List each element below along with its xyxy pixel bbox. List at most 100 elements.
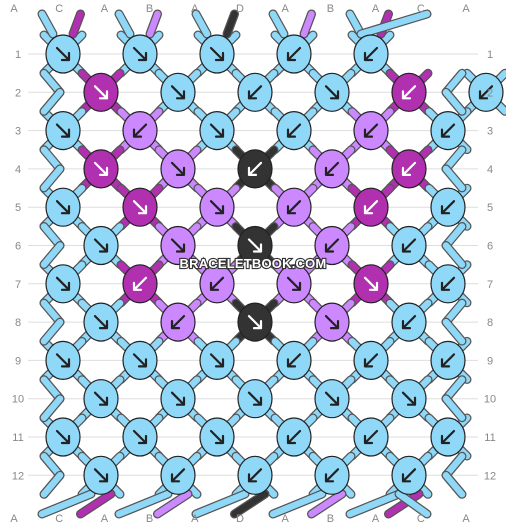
row-number-right: 12 (484, 470, 496, 482)
arrow-down-left-icon (401, 85, 417, 100)
knot (237, 225, 273, 266)
strand-segment (38, 10, 57, 38)
strand-segment (146, 10, 161, 38)
arrow-down-left-icon (401, 468, 417, 483)
arrow-down-left-icon (363, 429, 379, 445)
strand-segment (231, 490, 269, 518)
arrow-down-right-icon (93, 85, 109, 100)
strand-segment (442, 242, 466, 268)
knot (45, 417, 81, 457)
row-number-right: 10 (484, 394, 496, 406)
arrow-down-right-icon (209, 123, 225, 138)
strand-segment (115, 490, 172, 518)
arrow-down-right-icon (247, 238, 263, 253)
arrow-down-left-icon (363, 123, 379, 138)
string-label-top: B (327, 3, 334, 15)
arrow-down-left-icon (247, 85, 263, 100)
arrow-down-left-icon (324, 161, 340, 176)
knot (199, 417, 235, 457)
row-number-left: 11 (12, 432, 23, 444)
arrow-down-left-icon (363, 200, 379, 215)
string-label-top: A (282, 3, 290, 15)
row-number-left: 10 (12, 394, 24, 406)
arrow-down-left-icon (401, 315, 417, 330)
knot (122, 264, 158, 304)
arrow-down-right-icon (209, 429, 225, 445)
knot (430, 264, 466, 304)
row-number-left: 6 (15, 241, 21, 253)
string-label-top: C (417, 3, 425, 15)
strand-segment (223, 10, 238, 38)
arrow-down-left-icon (247, 468, 263, 483)
strand-segment (40, 318, 64, 345)
string-label-top: C (55, 3, 63, 15)
knot (160, 302, 196, 342)
knot (314, 379, 350, 419)
arrow-down-right-icon (401, 391, 417, 406)
string-label-bottom: A (372, 513, 380, 525)
strand-segment (385, 490, 423, 518)
arrow-down-right-icon (132, 46, 148, 62)
knot (391, 72, 427, 112)
knot (237, 455, 273, 495)
arrow-down-right-icon (170, 391, 186, 406)
arrow-down-left-icon (170, 468, 186, 483)
strand-segment (40, 165, 64, 192)
arrow-down-left-icon (401, 161, 417, 176)
knot (430, 417, 466, 457)
knot (276, 187, 312, 227)
arrow-down-left-icon (324, 238, 340, 253)
row-number-right: 4 (487, 164, 493, 176)
string-label-top: A (10, 3, 18, 15)
knot (45, 187, 81, 227)
arrow-down-right-icon (170, 161, 186, 176)
arrow-down-right-icon (132, 200, 148, 215)
arrow-down-right-icon (93, 391, 109, 406)
knot (391, 379, 427, 419)
knot (83, 455, 119, 495)
arrow-down-left-icon (132, 276, 148, 291)
knot (237, 379, 273, 419)
string-label-bottom: A (282, 513, 290, 525)
knot (160, 455, 196, 495)
string-label-bottom: A (462, 513, 470, 525)
row-number-left: 7 (15, 279, 21, 291)
knot (45, 340, 81, 380)
knot (122, 111, 158, 151)
string-label-bottom: C (55, 513, 63, 525)
knot (45, 111, 81, 151)
strand-segment (77, 490, 115, 518)
arrow-down-right-icon (55, 46, 71, 62)
row-number-right: 2 (487, 87, 493, 99)
strand-segment (300, 10, 315, 38)
arrow-down-right-icon (324, 85, 340, 100)
arrow-down-left-icon (286, 200, 302, 215)
arrow-down-right-icon (93, 315, 109, 330)
row-number-right: 5 (487, 202, 493, 214)
knot (353, 417, 389, 457)
arrow-down-left-icon (132, 123, 148, 138)
knot (199, 187, 235, 227)
arrow-down-right-icon (209, 200, 225, 215)
knot (314, 302, 350, 342)
arrow-down-right-icon (170, 238, 186, 253)
row-number-right: 7 (487, 279, 493, 291)
arrow-down-left-icon (247, 161, 263, 176)
arrow-down-left-icon (440, 429, 456, 445)
arrow-down-right-icon (247, 391, 263, 406)
knot (199, 111, 235, 151)
knot (430, 187, 466, 227)
knot (276, 340, 312, 380)
knot (45, 34, 81, 74)
knot (391, 302, 427, 342)
strand-segment (442, 395, 466, 421)
strand-segment (115, 10, 134, 38)
knot (276, 264, 312, 304)
strand-segment (346, 490, 403, 518)
knot (353, 34, 389, 74)
strand-segment (442, 89, 466, 115)
arrow-down-right-icon (55, 276, 71, 291)
knot (160, 379, 196, 419)
arrow-down-left-icon (170, 315, 186, 330)
